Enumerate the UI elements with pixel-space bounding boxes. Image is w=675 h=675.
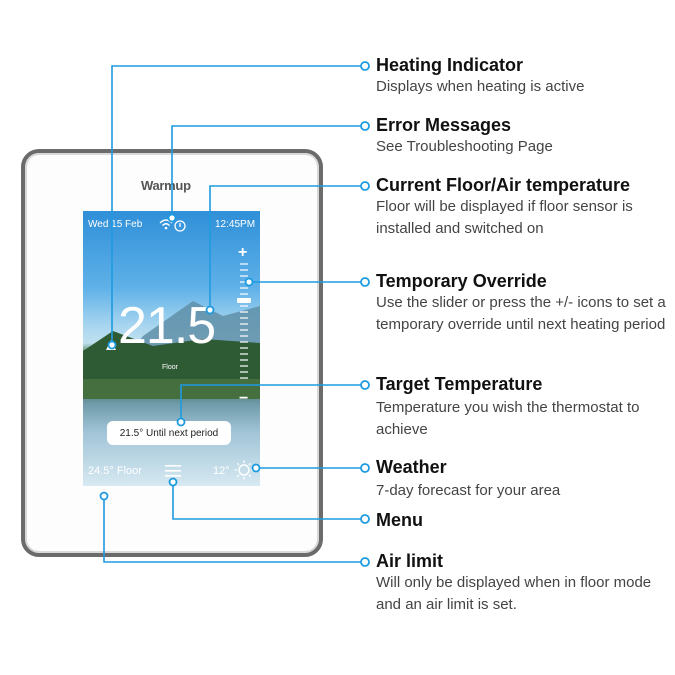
dot-target [361,381,369,389]
dot-weather [361,464,369,472]
callout-air-title: Air limit [376,551,443,572]
dot-heating [361,62,369,70]
dot-override-origin [246,279,253,286]
callout-target-title: Target Temperature [376,374,542,395]
dot-current-origin [207,307,214,314]
dot-air-limit [361,558,369,566]
dot-error [361,122,369,130]
dot-weather-origin [253,465,260,472]
callout-current-title: Current Floor/Air temperature [376,175,630,196]
dot-error-origin [169,215,176,222]
callout-air-desc: Will only be displayed when in floor mod… [376,572,671,616]
dot-menu-origin [170,479,177,486]
dot-override [361,278,369,286]
line-air-limit [104,496,364,562]
callout-weather-desc: 7-day forecast for your area [376,480,671,502]
callout-error-title: Error Messages [376,115,511,136]
line-error [172,126,364,218]
callout-weather-title: Weather [376,457,447,478]
line-heating [112,66,364,345]
dot-menu [361,515,369,523]
callout-heating-desc: Displays when heating is active [376,76,671,98]
line-menu [173,482,364,519]
line-current-temp [210,186,364,310]
callout-target-desc: Temperature you wish the thermostat to a… [376,397,671,441]
callout-heating-title: Heating Indicator [376,55,523,76]
callout-override-title: Temporary Override [376,271,547,292]
dot-target-origin [178,419,185,426]
callout-current-desc: Floor will be displayed if floor sensor … [376,196,671,240]
callout-error-desc: See Troubleshooting Page [376,136,671,158]
dot-heating-origin [109,342,116,349]
dot-air-origin [101,493,108,500]
callout-menu-title: Menu [376,510,423,531]
callout-override-desc: Use the slider or press the +/- icons to… [376,292,671,336]
dot-current-temp [361,182,369,190]
line-target [181,385,364,422]
